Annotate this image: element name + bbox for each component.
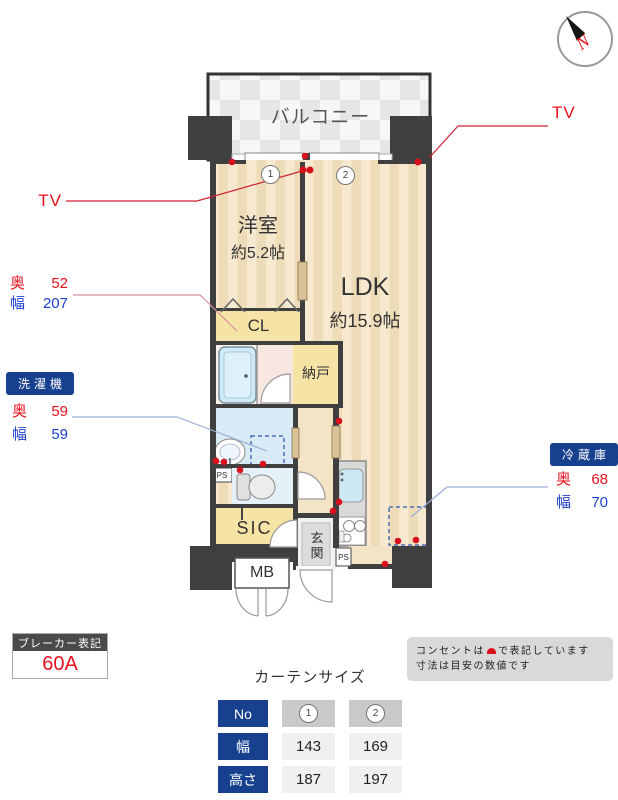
closet-depth-row: 奥 52 [10, 274, 68, 294]
sic-label: SIC [236, 517, 273, 538]
toilet-bowl [248, 474, 276, 500]
window-1-badge: 1 [261, 165, 280, 184]
tv-label-left: TV [38, 191, 62, 210]
width-label: 幅 [10, 295, 26, 312]
fridge-dims: 奥 68 幅 70 [556, 470, 608, 513]
western-room-name: 洋室 [238, 214, 278, 237]
closet-floor [216, 311, 301, 342]
storage-floor [293, 344, 338, 406]
ldk-name: LDK [340, 272, 390, 301]
mb-box [234, 557, 290, 589]
washer-chip: 洗濯機 [6, 372, 74, 395]
sliding-door [297, 261, 308, 301]
western-room-size: 約5.2帖 [230, 245, 286, 262]
outlet-dots [212, 152, 422, 568]
curtain-width-label: 幅 [218, 733, 268, 760]
ps-lower-box [335, 547, 352, 567]
door-arcs [260, 373, 333, 603]
width-value: 59 [51, 426, 68, 443]
washer-depth-row: 奥 59 [12, 402, 68, 422]
ps-upper-label: PS [216, 470, 228, 480]
walls [190, 160, 432, 590]
stove-burner [343, 520, 355, 532]
breaker-value: 60A [42, 653, 78, 675]
kitchen-tap [340, 472, 344, 476]
depth-value: 52 [51, 275, 68, 292]
depth-label: 奥 [10, 275, 26, 292]
kitchen-tap [340, 478, 344, 482]
wall [303, 153, 310, 165]
bathtub-drain [244, 374, 248, 378]
note-line1: コンセントは で表記しています [416, 644, 604, 659]
width-label: 幅 [12, 426, 28, 443]
depth-value: 68 [591, 471, 608, 488]
washer-dims: 奥 59 幅 59 [12, 402, 68, 445]
curtain-height-1: 187 [282, 766, 335, 793]
closet-label: CL [247, 316, 270, 335]
washer-width-row: 幅 59 [12, 425, 68, 445]
curtain-height-label: 高さ [218, 766, 268, 793]
width-label: 幅 [556, 494, 572, 511]
bathtub-inner [223, 351, 252, 399]
breaker-box: ブレーカー表記 60A [12, 633, 108, 679]
curtain-col1-badge: 1 [299, 704, 318, 723]
width-value: 207 [42, 295, 68, 312]
ps-lower-label: PS [338, 552, 349, 562]
sliding-door [291, 427, 300, 459]
curtain-width-1: 143 [282, 733, 335, 760]
width-value: 70 [591, 494, 608, 511]
curtain-col2-header: 2 [349, 700, 402, 727]
storage-label: 納戸 [302, 365, 330, 381]
note-line1-pre: コンセントは [416, 646, 485, 657]
fridge-chip: 冷蔵庫 [550, 443, 618, 466]
toilet-tank [236, 473, 251, 501]
compass-needle [566, 16, 585, 41]
pillar-left [188, 116, 232, 160]
entrance-label: 玄関 [308, 531, 324, 561]
curtain-no-header: No [218, 700, 268, 727]
fridge-depth-row: 奥 68 [556, 470, 608, 490]
mb-label: MB [250, 564, 274, 581]
tv-label-right: TV [552, 103, 576, 122]
balcony-label: バルコニー [270, 106, 371, 128]
note-box: コンセントは で表記しています 寸法は目安の数値です [407, 637, 613, 681]
curtain-col2-badge: 2 [366, 704, 385, 723]
stove-burner [354, 520, 366, 532]
breaker-title: ブレーカー表記 [13, 634, 107, 651]
ldk-size: 約15.9帖 [329, 311, 401, 331]
entrance-step [301, 522, 331, 567]
curtain-title: カーテンサイズ [254, 668, 366, 686]
sliding-door [331, 425, 341, 459]
depth-value: 59 [51, 403, 68, 420]
window-2-badge: 2 [336, 166, 355, 185]
curtain-col1-header: 1 [282, 700, 335, 727]
depth-label: 奥 [556, 471, 572, 488]
note-line2: 寸法は目安の数値です [416, 661, 531, 672]
closet-width-row: 幅 207 [10, 294, 68, 314]
closet-dims: 奥 52 幅 207 [10, 274, 68, 314]
curtain-width-2: 169 [349, 733, 402, 760]
depth-label: 奥 [12, 403, 28, 420]
outlet-symbol [487, 648, 496, 654]
curtain-table: No 1 2 幅 143 169 高さ 187 197 [218, 700, 402, 793]
mb-door-arcs [235, 588, 289, 617]
curtain-height-2: 197 [349, 766, 402, 793]
note-line1-post: で表記しています [498, 646, 590, 657]
stove-grill [338, 530, 345, 543]
pillar-right [390, 116, 432, 160]
washbasin-bowl [219, 443, 241, 461]
closet-chevrons [220, 297, 300, 313]
fridge-width-row: 幅 70 [556, 493, 608, 513]
